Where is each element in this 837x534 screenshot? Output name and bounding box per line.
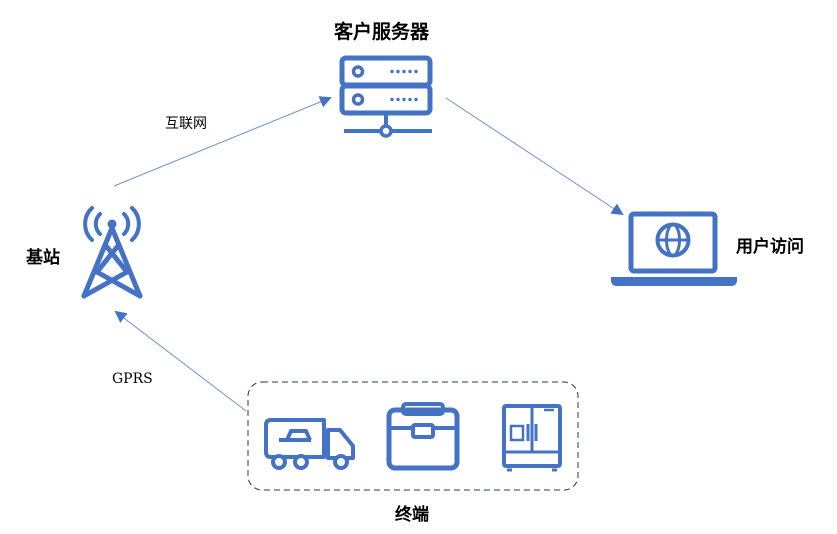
laptop-globe-icon: [611, 211, 737, 286]
terminal-label: 终端: [395, 505, 429, 525]
base-station-label: 基站: [26, 248, 60, 268]
cell-tower-icon: [81, 206, 143, 299]
arrow-server-to-user: [445, 97, 624, 216]
gprs-label: GPRS: [112, 371, 153, 387]
server-icon: [339, 55, 433, 138]
truck-icon: [264, 418, 355, 470]
arrow-terminal-to-station: [114, 310, 247, 412]
user-access-label: 用户访问: [736, 237, 804, 257]
refrigerator-icon: [502, 404, 562, 472]
internet-label: 互联网: [165, 116, 207, 132]
terminal-group: [247, 381, 579, 491]
cooler-box-icon: [386, 402, 460, 471]
arrow-station-to-server: [113, 96, 332, 187]
server-label: 客户服务器: [334, 21, 430, 43]
